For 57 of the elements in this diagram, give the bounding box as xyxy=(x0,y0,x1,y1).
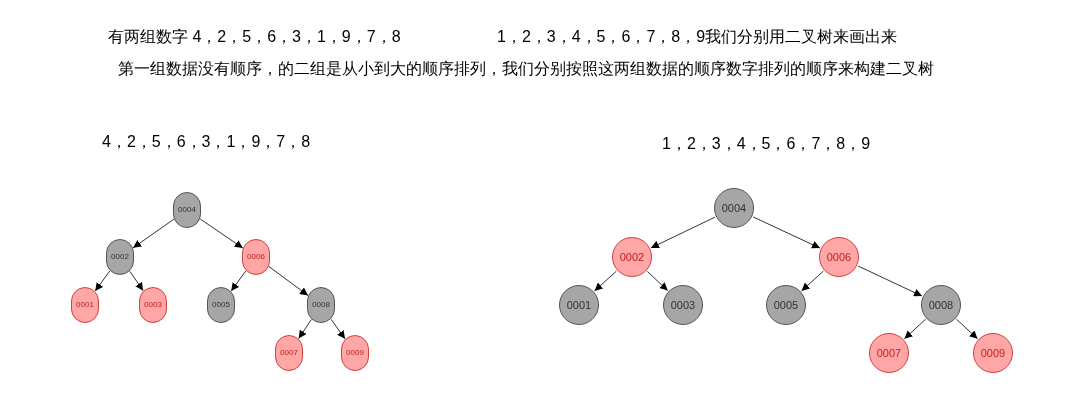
node-label: 0005 xyxy=(212,301,230,309)
tree-node xyxy=(869,333,909,373)
tree-node xyxy=(139,287,167,323)
tree-node xyxy=(71,287,99,323)
arrow xyxy=(298,319,312,339)
tree-node xyxy=(766,285,806,325)
node-label: 0001 xyxy=(566,299,592,311)
arrow xyxy=(594,270,617,292)
node-label: 0007 xyxy=(876,347,902,359)
tree-node xyxy=(819,237,859,277)
text-label: 4，2，5，6，3，1，9，7，8 xyxy=(102,132,311,152)
node-label: 0001 xyxy=(76,301,94,309)
node-label: 0004 xyxy=(721,202,747,214)
tree-node xyxy=(207,287,235,323)
node-label: 0005 xyxy=(773,299,799,311)
arrow xyxy=(230,270,247,292)
arrow xyxy=(857,265,923,297)
tree-node xyxy=(559,285,599,325)
tree-node xyxy=(973,333,1013,373)
arrow xyxy=(650,216,716,249)
tree-node xyxy=(242,239,270,275)
tree-node xyxy=(275,335,303,371)
text-label: 1，2，3，4，5，6，7，8，9我们分别用二叉树来画出来 xyxy=(497,27,898,47)
tree-node xyxy=(307,287,335,323)
tree-node xyxy=(663,285,703,325)
arrow xyxy=(955,318,979,340)
arrow xyxy=(646,270,669,292)
text-label: 有两组数字 4，2，5，6，3，1，9，7，8 xyxy=(108,27,401,47)
arrow xyxy=(199,218,244,249)
text-label: 1，2，3，4，5，6，7，8，9 xyxy=(662,134,871,154)
arrow xyxy=(94,270,111,292)
arrow xyxy=(129,270,144,292)
node-label: 0008 xyxy=(928,299,954,311)
node-label: 0006 xyxy=(247,253,265,261)
node-label: 0002 xyxy=(619,251,645,263)
tree-node xyxy=(612,237,652,277)
tree-node xyxy=(106,239,134,275)
arrow xyxy=(801,270,824,292)
tree-node xyxy=(714,188,754,228)
node-label: 0008 xyxy=(312,301,330,309)
node-label: 0003 xyxy=(670,299,696,311)
node-label: 0002 xyxy=(111,253,129,261)
arrow xyxy=(268,266,309,296)
arrow xyxy=(903,318,927,340)
text-label: 第一组数据没有顺序，的二组是从小到大的顺序排列，我们分别按照这两组数据的顺序数字排列的顺序来构建二叉树 xyxy=(118,59,934,79)
tree-node xyxy=(341,335,369,371)
arrow xyxy=(132,218,175,249)
node-label: 0009 xyxy=(980,347,1006,359)
tree-node xyxy=(173,192,201,228)
arrow xyxy=(752,216,821,249)
node-label: 0004 xyxy=(178,206,196,214)
node-label: 0009 xyxy=(346,349,364,357)
node-label: 0007 xyxy=(280,349,298,357)
tree-node xyxy=(921,285,961,325)
node-label: 0003 xyxy=(144,301,162,309)
arrow xyxy=(330,318,346,340)
node-label: 0006 xyxy=(826,251,852,263)
